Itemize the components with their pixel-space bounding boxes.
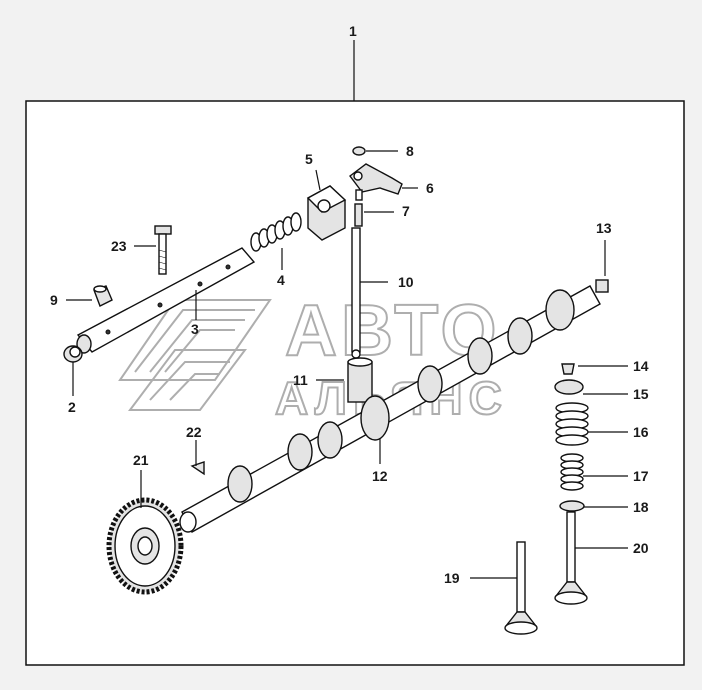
callout-11: 11 bbox=[293, 372, 308, 388]
callout-labels: 1 2 3 4 5 6 7 8 9 10 11 12 13 14 15 16 1… bbox=[50, 23, 649, 586]
spring-cap bbox=[554, 379, 584, 395]
intake-valve bbox=[504, 541, 538, 635]
callout-15: 15 bbox=[633, 386, 649, 402]
callout-22: 22 bbox=[186, 424, 202, 440]
tappet bbox=[347, 357, 373, 403]
callout-6: 6 bbox=[426, 180, 434, 196]
callout-5: 5 bbox=[305, 151, 313, 167]
callout-3: 3 bbox=[191, 321, 199, 337]
valve-cotters bbox=[561, 363, 575, 375]
shaft-plug bbox=[63, 345, 83, 363]
callout-20: 20 bbox=[633, 540, 649, 556]
adjusting-screw bbox=[354, 203, 363, 227]
callout-10: 10 bbox=[398, 274, 414, 290]
callout-18: 18 bbox=[633, 499, 649, 515]
callout-12: 12 bbox=[372, 468, 388, 484]
pushrod bbox=[351, 227, 361, 359]
shaft-bolt bbox=[154, 225, 172, 275]
woodruff-key bbox=[190, 461, 205, 476]
shaft-spring bbox=[250, 212, 302, 252]
callout-19: 19 bbox=[444, 570, 460, 586]
callout-1: 1 bbox=[349, 23, 357, 39]
rocker-support bbox=[306, 185, 347, 241]
exhaust-valve bbox=[554, 511, 588, 605]
callout-4: 4 bbox=[277, 272, 285, 288]
callout-13: 13 bbox=[596, 220, 612, 236]
watermark-emblem bbox=[118, 299, 272, 411]
leader-lines bbox=[66, 150, 628, 579]
callout-2: 2 bbox=[68, 399, 76, 415]
callout-17: 17 bbox=[633, 468, 649, 484]
callout-14: 14 bbox=[633, 358, 649, 374]
adjusting-nut bbox=[352, 146, 366, 156]
rocker-arm bbox=[349, 163, 403, 201]
callout-8: 8 bbox=[406, 143, 414, 159]
rocker-shaft bbox=[76, 247, 256, 354]
outer-valve-spring bbox=[555, 402, 589, 446]
support-nut bbox=[93, 285, 113, 307]
callout-16: 16 bbox=[633, 424, 649, 440]
callout-9: 9 bbox=[50, 292, 58, 308]
callout-23: 23 bbox=[111, 238, 127, 254]
camshaft-plug bbox=[595, 279, 609, 293]
inner-valve-spring bbox=[560, 453, 584, 491]
callout-7: 7 bbox=[402, 203, 410, 219]
camshaft-gear bbox=[106, 497, 184, 595]
callout-21: 21 bbox=[133, 452, 149, 468]
camshaft bbox=[179, 285, 601, 533]
spring-seat bbox=[559, 500, 585, 512]
